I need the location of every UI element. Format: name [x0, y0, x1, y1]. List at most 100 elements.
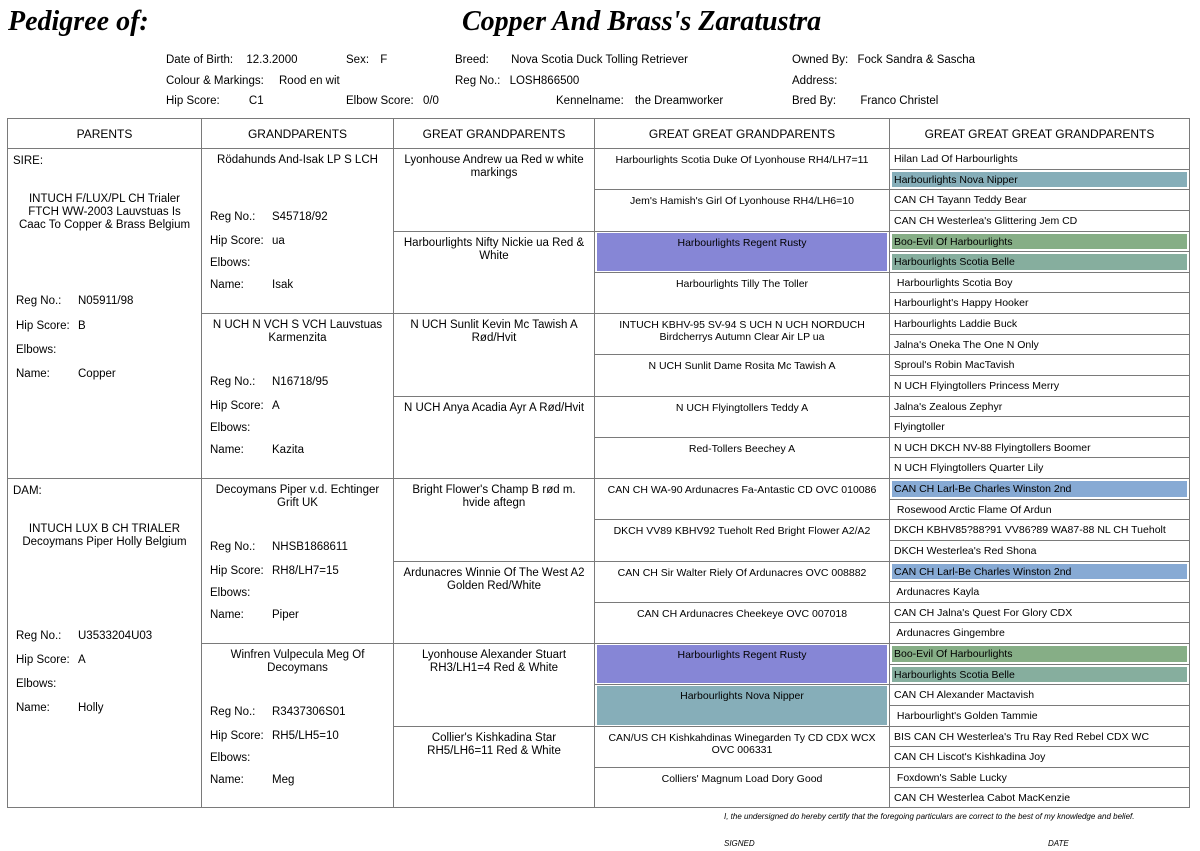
ggg-grandparent-name: CAN CH Tayann Teddy Bear [894, 194, 1027, 207]
name-label: Name: [210, 774, 244, 786]
gg-grandparent-name: Harbourlights Scotia Duke Of Lyonhouse R… [615, 154, 869, 166]
hip-value: C1 [248, 95, 264, 107]
column-header-great-grandparents: GREAT GRANDPARENTS [394, 119, 594, 149]
gg-grandparent-cell: Jem's Hamish's Girl Of Lyonhouse RH4/LH6… [595, 190, 889, 232]
column-header-grandparents: GRANDPARENTS [202, 119, 393, 149]
ggg-grandparent-cell: Harbourlight's Happy Hooker [890, 293, 1189, 314]
name-label: Name: [16, 368, 50, 380]
ggg-grandparent-cell: Foxdown's Sable Lucky [890, 768, 1189, 789]
elbows-label: Elbows: [210, 752, 251, 764]
name-value: Isak [272, 279, 294, 291]
owned-field: Owned By: Fock Sandra & Sascha [792, 54, 975, 66]
hip-label: Hip Score: [16, 654, 70, 666]
reg-label: Reg No.: [210, 376, 256, 388]
gg-grandparent-name: Jem's Hamish's Girl Of Lyonhouse RH4/LH6… [630, 195, 854, 208]
reg-label: Reg No.: [210, 541, 256, 553]
ggg-grandparent-name: Harbourlights Scotia Boy [894, 276, 1013, 289]
grandparent-name: Name:Piper [210, 609, 299, 621]
ggg-grandparent-name: DKCH Westerlea's Red Shona [894, 544, 1037, 557]
grandparent-elbows: Elbows: [210, 257, 272, 269]
hip-label: Hip Score: [210, 235, 264, 247]
owned-value: Fock Sandra & Sascha [857, 54, 976, 66]
ggg-grandparent-name: Harbourlights Laddie Buck [894, 318, 1018, 330]
ggg-grandparent-name: Foxdown's Sable Lucky [894, 771, 1007, 784]
gg-grandparent-name: Colliers' Magnum Load Dory Good [661, 772, 823, 785]
grandparent-title: Decoymans Piper v.d. Echtinger Grift UK [215, 484, 380, 509]
ggg-grandparent-cell: DKCH KBHV85?88?91 VV86?89 WA87-88 NL CH … [890, 520, 1189, 541]
ggg-grandparent-name: N UCH Flyingtollers Princess Merry [894, 379, 1060, 392]
gg-grandparent-name: CAN/US CH Kishkahdinas Winegarden Ty CD … [608, 731, 876, 756]
ggg-grandparent-cell: DKCH Westerlea's Red Shona [890, 541, 1189, 562]
sex-field: Sex: F [346, 54, 387, 66]
gg-grandparent-cell: CAN/US CH Kishkahdinas Winegarden Ty CD … [595, 727, 889, 768]
reg-value: LOSH866500 [509, 75, 580, 87]
great-grandparent-cell: Bright Flower's Champ B rød m. hvide aft… [394, 479, 594, 562]
ggg-grandparent-name: Harbourlights Scotia Belle [892, 666, 1187, 683]
certification-text: I, the undersigned do hereby certify tha… [724, 812, 1135, 821]
ggg-grandparent-name: CAN CH Larl-Be Charles Winston 2nd [892, 481, 1187, 497]
grandparent-title: N UCH N VCH S VCH Lauvstuas Karmenzita [212, 319, 383, 344]
dam-hip: Hip Score:A [16, 654, 86, 666]
ggg-grandparent-name: DKCH KBHV85?88?91 VV86?89 WA87-88 NL CH … [894, 524, 1166, 537]
ggg-grandparent-cell: Rosewood Arctic Flame Of Ardun [890, 500, 1189, 521]
sire-hip: Hip Score:B [16, 320, 86, 332]
elbows-label: Elbows: [16, 344, 57, 356]
ggg-grandparent-name: Harbourlights Scotia Belle [892, 254, 1187, 270]
dam-reg: Reg No.:U3533204U03 [16, 630, 152, 642]
grandparent-hip: Hip Score: ua [210, 235, 285, 247]
highlight-fill [597, 232, 887, 271]
elbows-label: Elbows: [210, 422, 251, 434]
gg-grandparent-name: Harbourlights Nova Nipper [680, 690, 804, 703]
name-value: Holly [78, 702, 104, 714]
grandparent-cell: Decoymans Piper v.d. Echtinger Grift UK R… [202, 479, 393, 644]
great-grandparent-name: Bright Flower's Champ B rød m. hvide aft… [412, 484, 576, 509]
hip-field: Hip Score: C1 [166, 95, 264, 107]
reg-value: NHSB1868611 [272, 541, 348, 553]
ggg-grandparent-cell: N UCH Flyingtollers Quarter Lily [890, 458, 1189, 479]
gg-grandparent-cell: N UCH Sunlit Dame Rosita Mc Tawish A [595, 355, 889, 397]
reg-label: Reg No.: [16, 630, 62, 642]
pedigree-label: Pedigree of: [8, 6, 149, 37]
name-value: Kazita [272, 444, 304, 456]
gg-grandparent-name: Harbourlights Regent Rusty [677, 649, 807, 661]
colour-field: Colour & Markings: Rood en wit [166, 75, 340, 87]
great-grandparent-name: N UCH Sunlit Kevin Mc Tawish A Rød/Hvit [410, 319, 578, 344]
ggg-grandparent-name: Harbourlight's Golden Tammie [894, 709, 1038, 722]
elbow-value: 0/0 [422, 95, 439, 107]
grandparent-elbows: Elbows: [210, 752, 272, 764]
ggg-grandparent-name: Sproul's Robin MacTavish [894, 359, 1015, 372]
ggg-grandparent-name: Ardunacres Kayla [894, 586, 980, 599]
great-grandparent-cell: Ardunacres Winnie Of The West A2 Golden … [394, 562, 594, 644]
dam-label: DAM: [13, 485, 42, 497]
grandparent-elbows: Elbows: [210, 422, 272, 434]
grandparent-reg: Reg No.:S45718/92 [210, 211, 328, 223]
ggg-grandparent-cell: CAN CH Westerlea Cabot MacKenzie [890, 788, 1189, 809]
grandparent-hip: Hip Score:RH8/LH7=15 [210, 565, 339, 577]
elbow-field: Elbow Score: 0/0 [346, 95, 439, 107]
name-value: Piper [272, 609, 299, 621]
gg-grandparent-cell: N UCH Flyingtollers Teddy A [595, 397, 889, 438]
grandparent-reg: Reg No.:N16718/95 [210, 376, 328, 388]
gg-grandparent-cell: CAN CH WA-90 Ardunacres Fa-Antastic CD O… [595, 479, 889, 521]
grandparent-name: Name:Kazita [210, 444, 304, 456]
great-grandparent-name: Lyonhouse Andrew ua Red w white markings [404, 154, 584, 179]
signed-label: SIGNED [724, 839, 755, 848]
sire-title: INTUCH F/LUX/PL CH Trialer FTCH WW-2003 … [18, 193, 191, 231]
sex-value: F [380, 54, 388, 66]
hip-value: B [78, 320, 86, 332]
great-grandparent-cell: N UCH Anya Acadia Ayr A Rød/Hvit [394, 397, 594, 479]
gg-grandparent-cell: Red-Tollers Beechey A [595, 438, 889, 479]
parents-column: PARENTS SIRE: INTUCH F/LUX/PL CH Trialer… [8, 119, 202, 807]
great-grandparent-name: Collier's Kishkadina Star RH5/LH6=11 Red… [427, 731, 561, 757]
ggg-grandparent-cell: CAN CH Westerlea's Glittering Jem CD [890, 211, 1189, 232]
hip-value: ua [272, 235, 285, 247]
ggg-grandparent-cell: Ardunacres Kayla [890, 582, 1189, 603]
ggg-grandparent-cell: Jalna's Zealous Zephyr [890, 397, 1189, 418]
ggg-grandparent-cell: Harbourlights Scotia Belle [890, 252, 1189, 273]
ggg-grandparent-cell: BIS CAN CH Westerlea's Tru Ray Red Rebel… [890, 727, 1189, 748]
name-value: Meg [272, 774, 295, 786]
ggg-grandparent-name: N UCH Flyingtollers Quarter Lily [894, 462, 1044, 475]
ggg-grandparent-name: CAN CH Jalna's Quest For Glory CDX [894, 606, 1073, 619]
ggg-grandparent-cell: Flyingtoller [890, 417, 1189, 438]
hip-value: RH8/LH7=15 [272, 565, 339, 577]
